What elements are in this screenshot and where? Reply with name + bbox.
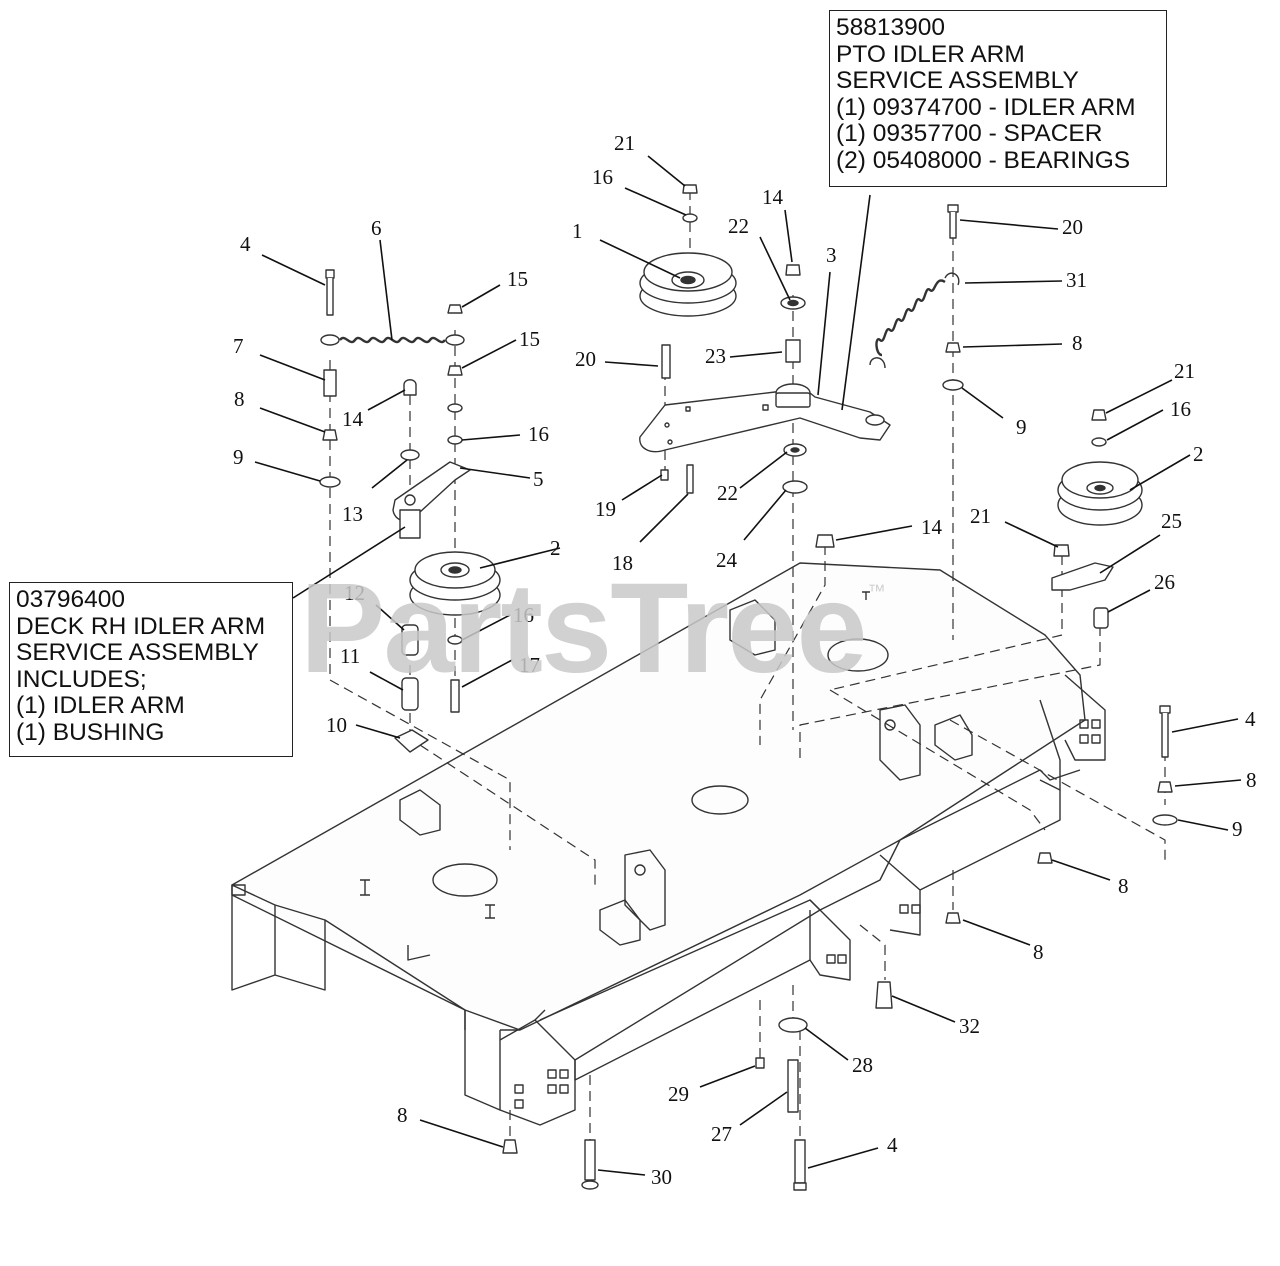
- label-5: 5: [533, 467, 544, 491]
- label-15: 15: [507, 267, 528, 291]
- leader-lines: [254, 155, 1242, 1176]
- label-21: 21: [614, 131, 635, 155]
- label-2: 2: [550, 536, 561, 560]
- pto-pulley-1: [639, 252, 737, 317]
- label-11: 11: [340, 644, 360, 668]
- label-18: 18: [612, 551, 633, 575]
- callout-line: 58813900: [836, 14, 946, 41]
- label-16: 16: [513, 603, 534, 627]
- label-16: 16: [592, 165, 613, 189]
- label-4: 4: [240, 232, 251, 256]
- pto-idler-arm-callout: 58813900 PTO IDLER ARM SERVICE ASSEMBLY …: [829, 10, 1167, 187]
- label-28: 28: [852, 1053, 873, 1077]
- callout-line: SERVICE ASSEMBLY: [836, 67, 1079, 94]
- label-8: 8: [1246, 768, 1257, 792]
- label-30: 30: [651, 1165, 672, 1189]
- pto-idler-arm-3: [639, 383, 891, 453]
- label-8: 8: [1033, 940, 1044, 964]
- label-22: 22: [728, 214, 749, 238]
- label-17: 17: [519, 653, 540, 677]
- label-29: 29: [668, 1082, 689, 1106]
- label-8: 8: [1072, 331, 1083, 355]
- callout-line: (2) 05408000 - BEARINGS: [836, 146, 1131, 174]
- label-6: 6: [371, 216, 382, 240]
- label-8: 8: [1118, 874, 1129, 898]
- part-labels: 21 16 1 14 22 3 20 31 4 6 15 15 7 8 14 1…: [233, 131, 1257, 1189]
- label-19: 19: [595, 497, 616, 521]
- label-14: 14: [762, 185, 784, 209]
- label-14: 14: [342, 407, 364, 431]
- label-15: 15: [519, 327, 540, 351]
- callout-line: PTO IDLER ARM: [836, 40, 1025, 68]
- spring-6: [320, 334, 465, 346]
- label-7: 7: [233, 334, 244, 358]
- label-16: 16: [528, 422, 549, 446]
- label-23: 23: [705, 344, 726, 368]
- label-4: 4: [1245, 707, 1256, 731]
- label-22: 22: [717, 481, 738, 505]
- label-27: 27: [711, 1122, 732, 1146]
- label-10: 10: [326, 713, 347, 737]
- callout-line: SERVICE ASSEMBLY: [16, 639, 259, 666]
- parts: [319, 184, 1178, 1191]
- label-8: 8: [234, 387, 245, 411]
- label-13: 13: [342, 502, 363, 526]
- label-20: 20: [1062, 215, 1083, 239]
- label-24: 24: [716, 548, 738, 572]
- deck-rh-idler-arm-callout: 03796400 DECK RH IDLER ARM SERVICE ASSEM…: [9, 582, 293, 757]
- label-21: 21: [1174, 359, 1195, 383]
- label-16: 16: [1170, 397, 1191, 421]
- callout-line: (1) BUSHING: [16, 718, 165, 746]
- label-26: 26: [1154, 570, 1175, 594]
- idler-pulley-left: [409, 551, 501, 616]
- callout-line: (1) 09357700 - SPACER: [836, 120, 1103, 147]
- label-1: 1: [572, 219, 583, 243]
- label-4: 4: [887, 1133, 898, 1157]
- mower-deck: [231, 562, 1106, 1126]
- label-20: 20: [575, 347, 596, 371]
- callout-line: (1) 09374700 - IDLER ARM: [836, 93, 1136, 121]
- label-21: 21: [970, 504, 991, 528]
- callout-line: DECK RH IDLER ARM: [16, 612, 266, 640]
- callout-line: (1) IDLER ARM: [16, 692, 185, 719]
- label-9: 9: [233, 445, 244, 469]
- label-25: 25: [1161, 509, 1182, 533]
- label-14: 14: [921, 515, 943, 539]
- label-32: 32: [959, 1014, 980, 1038]
- label-3: 3: [826, 243, 837, 267]
- label-2: 2: [1193, 442, 1204, 466]
- label-31: 31: [1066, 268, 1087, 292]
- label-9: 9: [1232, 817, 1243, 841]
- label-9: 9: [1016, 415, 1027, 439]
- callout-line: 03796400: [16, 586, 126, 613]
- idler-pulley-right: [1057, 461, 1143, 526]
- callout-line: INCLUDES;: [16, 665, 147, 693]
- label-12: 12: [344, 581, 365, 605]
- label-8: 8: [397, 1103, 408, 1127]
- spring-31: [869, 272, 960, 369]
